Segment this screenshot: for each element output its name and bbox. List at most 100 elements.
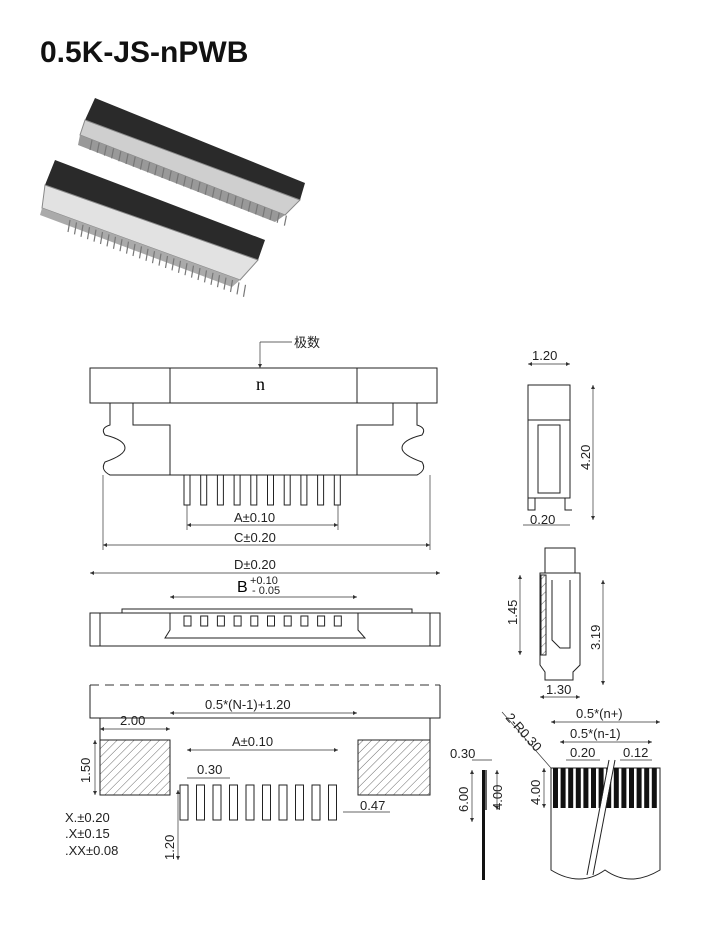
pin bbox=[317, 474, 325, 506]
pin bbox=[183, 474, 191, 506]
pin bbox=[183, 615, 192, 627]
tolerance-1: X.±0.20 bbox=[65, 810, 110, 825]
pin bbox=[200, 615, 209, 627]
pad bbox=[278, 784, 288, 821]
pcb-footprint: 0.5*(N-1)+1.20 2.00 A±0.10 0.30 1.50 0.4… bbox=[65, 684, 441, 860]
photo-pin bbox=[219, 190, 223, 201]
photo-pin bbox=[171, 258, 175, 271]
photo-pin bbox=[247, 201, 251, 212]
photo-pin bbox=[139, 159, 143, 170]
photo-pin bbox=[73, 222, 78, 235]
ffc-width-total: 0.5*(n+) bbox=[576, 706, 623, 721]
pin bbox=[250, 474, 258, 506]
conductor bbox=[560, 768, 566, 808]
conductor bbox=[621, 768, 627, 808]
pole-count-label: 极数 bbox=[294, 335, 320, 350]
ffc-length-label: 4.00 bbox=[528, 780, 543, 805]
conductor bbox=[644, 768, 650, 808]
photo-pin bbox=[158, 253, 162, 266]
photo-pin bbox=[138, 246, 143, 259]
conductor bbox=[568, 768, 574, 808]
photo-pin bbox=[164, 255, 169, 269]
dim-d-label: D±0.20 bbox=[234, 557, 276, 572]
photo-pin bbox=[67, 219, 71, 233]
conductor bbox=[553, 768, 558, 808]
dim-150-label: 1.50 bbox=[78, 758, 93, 783]
ffc-radius: 2-R0.30 bbox=[503, 710, 545, 754]
side2-width: 1.30 bbox=[546, 682, 571, 697]
photo-pin bbox=[161, 167, 165, 179]
side-view-2: 1.45 3.19 1.30 bbox=[505, 547, 606, 700]
photo-pin bbox=[183, 176, 187, 187]
dim-200-label: 2.00 bbox=[120, 713, 145, 728]
side1-foot: 0.20 bbox=[530, 512, 555, 527]
ffc-width-pitch: 0.5*(n-1) bbox=[570, 726, 621, 741]
photo-pin bbox=[177, 260, 182, 273]
photo-pin bbox=[262, 207, 266, 218]
product-photo bbox=[40, 98, 305, 297]
pin bbox=[333, 474, 341, 506]
n-label: n bbox=[256, 374, 265, 394]
photo-pin bbox=[132, 243, 136, 257]
photo-pin bbox=[242, 284, 247, 297]
pin bbox=[300, 615, 309, 627]
pad bbox=[212, 784, 222, 821]
photo-pin bbox=[96, 142, 100, 153]
photo-pin bbox=[233, 195, 237, 207]
dim-a-label: A±0.10 bbox=[234, 510, 275, 525]
pad bbox=[311, 784, 321, 821]
product-title: 0.5K-JS-nPWB bbox=[40, 36, 248, 69]
photo-pin bbox=[147, 162, 151, 173]
dim-c-label: C±0.20 bbox=[234, 530, 276, 545]
photo-pin bbox=[132, 156, 136, 167]
photo-pin bbox=[269, 209, 273, 221]
dim-b-label: B bbox=[237, 579, 248, 596]
pad bbox=[196, 784, 205, 821]
photo-pin bbox=[204, 184, 208, 195]
pin bbox=[317, 615, 326, 627]
side1-height: 4.20 bbox=[578, 445, 593, 470]
photo-pin bbox=[175, 173, 179, 184]
ffc-length: 6.00 bbox=[456, 787, 471, 812]
dim-b-minus: - 0.05 bbox=[252, 585, 280, 597]
photo-pin bbox=[151, 251, 156, 264]
photo-pin bbox=[276, 212, 280, 223]
pin bbox=[233, 474, 241, 506]
top-view: 极数 n A±0.10 C±0.20 bbox=[89, 335, 438, 550]
photo-pin bbox=[80, 224, 84, 237]
photo-pin bbox=[216, 275, 221, 288]
photo-pin bbox=[229, 279, 234, 293]
ffc-thickness: 0.30 bbox=[450, 746, 475, 761]
photo-pin bbox=[190, 179, 194, 190]
conductor bbox=[613, 768, 619, 808]
pin bbox=[233, 615, 242, 627]
photo-pin bbox=[125, 241, 130, 254]
photo-pin bbox=[106, 234, 110, 247]
photo-pin bbox=[223, 277, 227, 290]
ffc-cond-width: 0.20 bbox=[570, 745, 595, 760]
pin bbox=[267, 615, 275, 627]
dim-a-footprint-label: A±0.10 bbox=[232, 734, 273, 749]
photo-pin bbox=[118, 151, 122, 162]
conductor bbox=[629, 768, 634, 808]
conductor bbox=[636, 768, 642, 808]
pad bbox=[229, 784, 238, 821]
pin bbox=[267, 474, 274, 506]
pin bbox=[300, 474, 308, 506]
photo-pin bbox=[255, 204, 259, 215]
pin bbox=[216, 615, 225, 627]
photo-pin bbox=[145, 248, 149, 261]
conductor bbox=[583, 768, 589, 808]
side-view-1: 1.20 4.20 0.20 bbox=[523, 348, 596, 527]
pad bbox=[245, 784, 255, 821]
photo-pin bbox=[184, 263, 188, 276]
pin bbox=[283, 615, 292, 627]
photo-pin bbox=[210, 272, 214, 285]
dim-120-label: 1.20 bbox=[162, 835, 177, 860]
ffc-side-view: 0.30 6.00 4.00 bbox=[450, 746, 505, 880]
photo-pin bbox=[283, 215, 287, 226]
side2-h1: 1.45 bbox=[505, 600, 520, 625]
photo-pin bbox=[99, 231, 104, 245]
pad bbox=[295, 784, 304, 821]
pin bbox=[250, 615, 259, 627]
